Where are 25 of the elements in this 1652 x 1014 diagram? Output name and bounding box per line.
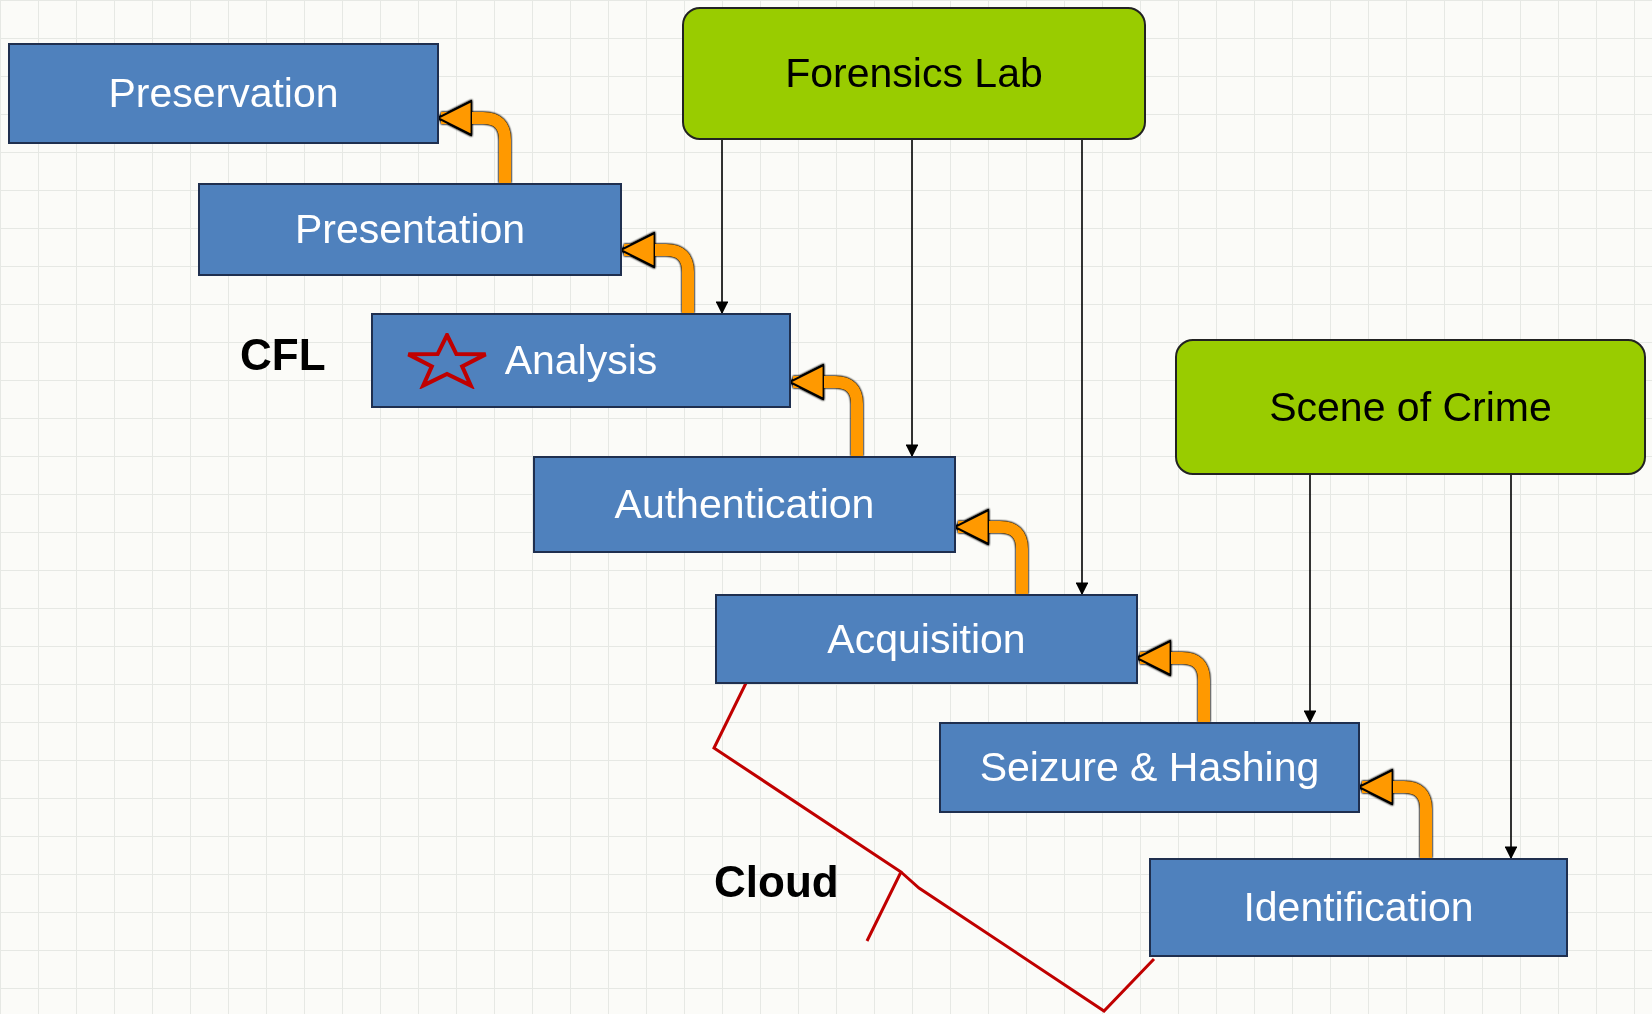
arrow	[1075, 139, 1089, 596]
process-box	[198, 183, 622, 276]
box-label: Seizure & Hashing	[979, 744, 1320, 791]
arrow	[1303, 474, 1317, 724]
box-label: Presentation	[294, 206, 526, 253]
process-box	[939, 722, 1360, 813]
box-label: Authentication	[614, 481, 875, 528]
process-box	[371, 313, 791, 408]
annotation-label: Cloud	[714, 857, 839, 907]
arrow	[1504, 474, 1518, 860]
arrow	[715, 139, 729, 315]
stage-group-box	[682, 7, 1146, 140]
box-label: Preservation	[108, 70, 339, 117]
box-label: Acquisition	[827, 615, 1026, 663]
process-box	[8, 43, 439, 144]
box-label: Scene of Crime	[1269, 383, 1552, 431]
stage-group-box	[1175, 339, 1646, 475]
box-label: Identification	[1243, 884, 1474, 931]
box-label: Forensics Lab	[785, 50, 1043, 97]
process-box	[715, 594, 1138, 684]
box-label: Analysis	[504, 337, 658, 384]
process-box	[533, 456, 956, 553]
arrow	[905, 139, 919, 458]
process-box	[1149, 858, 1568, 957]
annotation-label: CFL	[240, 330, 326, 380]
